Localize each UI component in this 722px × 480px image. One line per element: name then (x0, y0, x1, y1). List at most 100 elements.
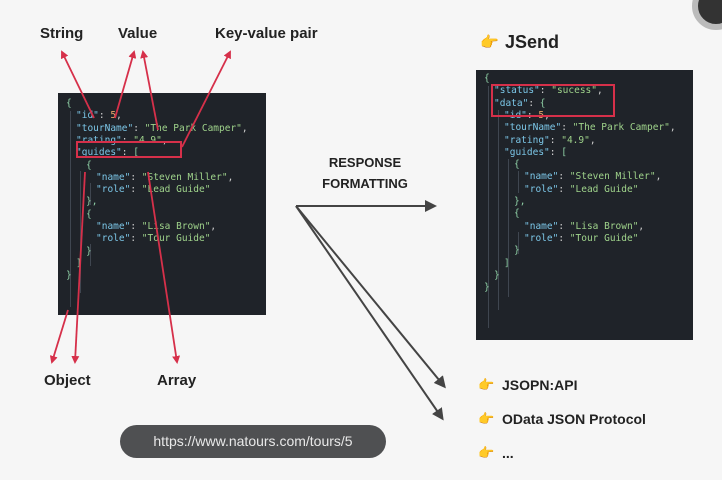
right-code-line: "name": "Lisa Brown", (524, 221, 644, 233)
response-formatting-label: RESPONSE FORMATTING (305, 152, 425, 194)
bullet-more: ... (502, 445, 514, 461)
left-code-line: "role": "Tour Guide" (96, 233, 210, 245)
json-punct: , (227, 171, 234, 183)
json-separator: : (133, 122, 145, 134)
json-string: "sucess" (551, 85, 597, 97)
right-code-line: } (514, 245, 520, 257)
arrow-object (49, 309, 69, 364)
left-code-line: { (66, 98, 72, 110)
right-code-line: "name": "Steven Miller", (524, 171, 661, 183)
json-separator: : (98, 110, 111, 122)
json-key: "role" (524, 232, 559, 244)
label-key-value-pair: Key-value pair (215, 25, 318, 42)
right-code-line: }, (514, 196, 525, 208)
json-key: "status" (494, 85, 540, 97)
arrow-array-guides (71, 171, 86, 364)
left-code-line: ] (76, 258, 82, 270)
json-string: "4.9" (133, 134, 162, 146)
json-brace: { (514, 208, 520, 220)
label-object: Object (44, 372, 91, 389)
json-bracket: ] (76, 257, 82, 269)
left-code-line: "name": "Steven Miller", (96, 172, 233, 184)
right-code-line: "data": { (494, 98, 546, 110)
json-punct: , (655, 171, 662, 183)
json-key: "rating" (504, 134, 550, 146)
json-brace: } (514, 245, 520, 257)
label-string: String (40, 25, 84, 42)
highlight-status-data (491, 84, 615, 117)
jsend-title: JSend (505, 32, 560, 52)
arrow-value-2 (140, 50, 159, 131)
json-separator: : (539, 85, 552, 97)
label-array: Array (157, 372, 197, 389)
left-code-line: "role": "Lead Guide" (96, 184, 210, 196)
right-code-line: { (484, 73, 490, 85)
json-string: "Tour Guide" (141, 233, 211, 245)
json-punct: , (589, 134, 596, 146)
json-separator: : (549, 146, 562, 158)
left-code-line: "guides": [ (76, 147, 139, 159)
json-brace: { (514, 159, 520, 171)
json-separator: : (558, 171, 570, 183)
url-bar: https://www.natours.com/tours/5 (120, 425, 386, 458)
json-separator: : (558, 232, 570, 244)
json-key: "name" (96, 221, 131, 232)
json-brace: }, (86, 196, 98, 208)
json-string: "4.9" (561, 134, 590, 146)
pointing-hand-icon: 👉 (478, 377, 495, 392)
json-key: "tourName" (76, 122, 134, 134)
json-number: 5 (110, 110, 117, 122)
json-string: "The Park Camper" (144, 122, 242, 134)
label-value: Value (118, 25, 158, 42)
json-punct: , (116, 110, 122, 122)
json-separator: : (561, 122, 573, 134)
json-brace: }, (514, 196, 526, 207)
json-separator: : (558, 220, 570, 232)
json-key: "guides" (76, 147, 122, 159)
right-code-line: "tourName": "The Park Camper", (504, 122, 676, 134)
json-brace: { (86, 159, 92, 171)
json-separator: : (130, 184, 142, 196)
json-punct: , (669, 122, 676, 134)
arrow-array (147, 171, 181, 364)
json-bracket: [ (561, 146, 567, 158)
json-key: "role" (96, 233, 131, 245)
json-brace: { (66, 98, 72, 109)
response-formatting-line1: RESPONSE (328, 155, 402, 170)
response-formatting-line2: FORMATTING (322, 176, 408, 191)
json-separator: : (130, 171, 142, 183)
pointing-hand-icon: 👉 (478, 445, 495, 460)
json-bracket: [ (133, 147, 139, 159)
json-brace: } (494, 269, 500, 281)
left-code-line: }, (86, 196, 97, 208)
json-brace: { (484, 73, 490, 84)
json-key: "id" (76, 110, 99, 122)
pointing-hand-icon: 👉 (480, 34, 499, 51)
right-code-line: "role": "Lead Guide" (524, 184, 638, 196)
json-separator: : (528, 97, 540, 109)
right-code-line: { (514, 159, 520, 171)
arrow-value-1 (114, 50, 137, 119)
json-key: "guides" (504, 146, 550, 158)
json-separator: : (121, 147, 134, 159)
json-string: "Lead Guide" (569, 183, 639, 195)
json-string: "Steven Miller" (141, 171, 228, 183)
left-code-line: "id": 5, (76, 110, 122, 122)
json-separator: : (121, 134, 134, 146)
json-punct: , (638, 220, 645, 232)
right-code-line: { (514, 208, 520, 220)
json-key: "name" (524, 220, 559, 232)
json-string: "Lead Guide" (141, 184, 211, 196)
json-key: "data" (494, 97, 529, 109)
json-string: "Lisa Brown" (569, 220, 639, 232)
json-key: "name" (524, 171, 559, 183)
highlight-key-value-pair (76, 141, 182, 158)
left-code-line: "rating": "4.9", (76, 135, 168, 147)
json-code-panel-left: {"id": 5,"tourName": "The Park Camper","… (58, 93, 266, 315)
left-code-line: { (86, 209, 92, 221)
json-string: "Tour Guide" (569, 232, 639, 244)
json-brace: } (86, 245, 92, 257)
bullet-jsonapi: JSOPN:API (502, 377, 578, 393)
json-brace: { (86, 208, 92, 220)
